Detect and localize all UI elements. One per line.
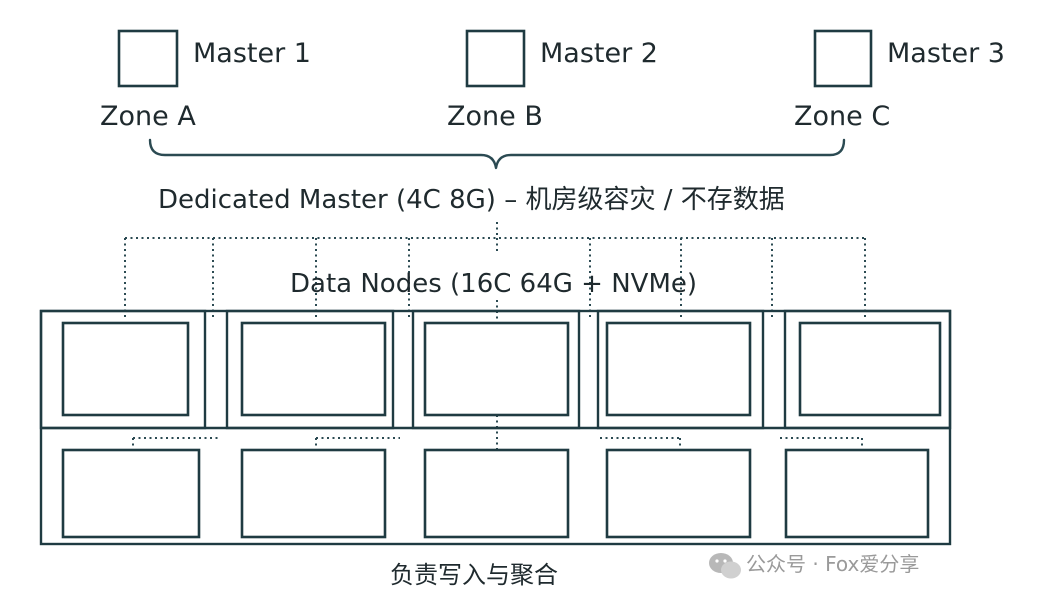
data-node-5: [798, 321, 942, 417]
top-cell-3: [411, 309, 581, 430]
data-node-9: [605, 448, 752, 539]
data-node-8: [423, 448, 570, 539]
zone-b-label: Zone B: [447, 101, 543, 132]
top-cell-4: [596, 309, 765, 430]
master-1-label: Master 1: [193, 38, 311, 69]
master-3-box: [813, 29, 873, 88]
top-cell-2: [225, 309, 395, 430]
master-2-box: [465, 29, 526, 88]
master-3-label: Master 3: [887, 38, 1005, 69]
data-node-10: [784, 448, 930, 539]
data-nodes-caption: Data Nodes (16C 64G + NVMe): [290, 269, 697, 299]
top-cell-5: [783, 309, 952, 430]
zone-c-label: Zone C: [794, 101, 890, 132]
data-node-1: [61, 321, 190, 417]
master-1-box: [117, 29, 179, 88]
top-cell-1: [39, 309, 207, 430]
wechat-icon: [709, 553, 741, 579]
data-node-4: [605, 321, 752, 417]
footer-caption: 负责写入与聚合: [390, 561, 558, 589]
data-node-2: [240, 321, 387, 417]
master-caption: Dedicated Master (4C 8G) – 机房级容灾 / 不存数据: [158, 185, 785, 215]
master-2-label: Master 2: [540, 38, 658, 69]
data-node-6: [61, 448, 201, 539]
watermark-text: 公众号 · Fox爱分享: [746, 552, 919, 576]
data-node-3: [423, 321, 570, 417]
zone-a-label: Zone A: [100, 101, 196, 132]
zone-brace: [148, 138, 846, 170]
data-node-7: [240, 448, 387, 539]
dotted-connectors: [124, 222, 866, 450]
